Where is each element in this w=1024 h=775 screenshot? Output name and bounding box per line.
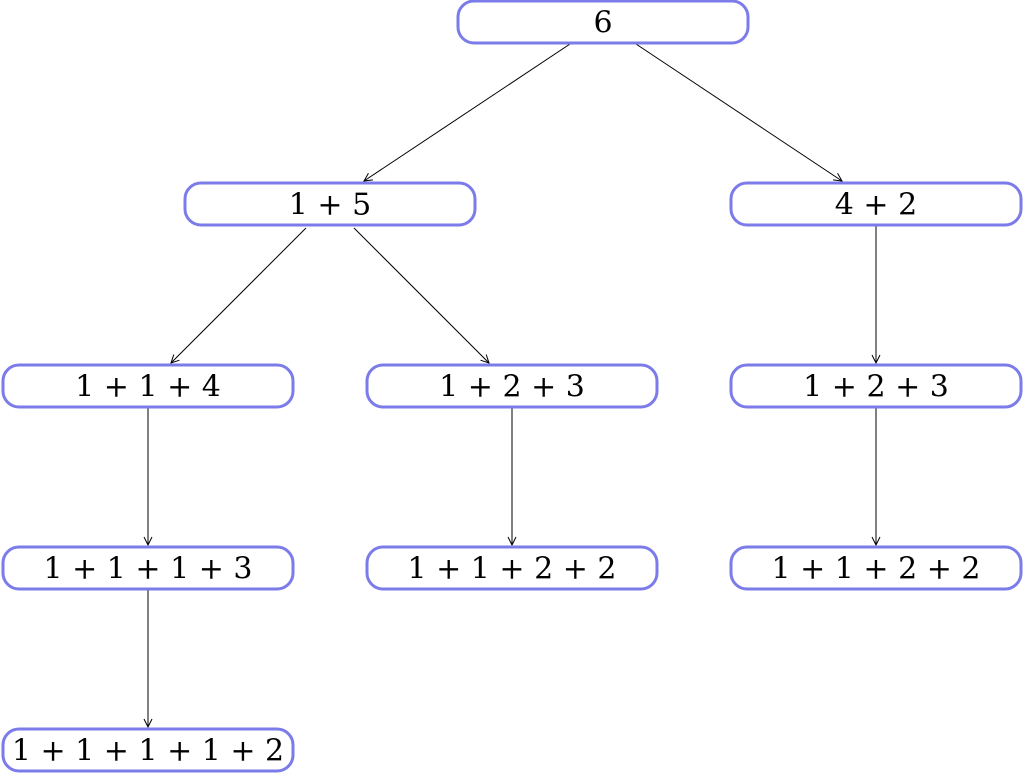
edge-n15-to-n123a	[353, 227, 489, 363]
edge-n15-to-n114	[171, 227, 307, 363]
node-label: 4 + 2	[835, 188, 917, 223]
node-label: 1 + 1 + 2 + 2	[408, 552, 617, 587]
tree-node-n123b: 1 + 2 + 3	[729, 363, 1023, 409]
node-box	[456, 0, 750, 45]
tree-node-n114: 1 + 1 + 4	[1, 363, 295, 409]
tree-node-n123a: 1 + 2 + 3	[365, 363, 659, 409]
edge-n6-to-n42	[635, 43, 842, 181]
tree-node-n1122b: 1 + 1 + 2 + 2	[729, 545, 1023, 591]
node-box	[1, 727, 295, 773]
tree-node-n42: 4 + 2	[729, 181, 1023, 227]
node-box	[1, 363, 295, 409]
tree-node-n6: 6	[456, 0, 750, 45]
node-label: 1 + 1 + 1 + 1 + 2	[12, 734, 284, 769]
node-box	[729, 545, 1023, 591]
node-label: 1 + 1 + 1 + 3	[44, 552, 253, 587]
node-box	[183, 181, 477, 227]
edge-n6-to-n15	[364, 43, 571, 181]
edges	[148, 43, 876, 727]
tree-node-n11112: 1 + 1 + 1 + 1 + 2	[1, 727, 295, 773]
node-box	[1, 545, 295, 591]
node-label: 6	[593, 6, 612, 41]
node-box	[729, 181, 1023, 227]
tree-node-n15: 1 + 5	[183, 181, 477, 227]
node-box	[729, 363, 1023, 409]
tree-node-n1113: 1 + 1 + 1 + 3	[1, 545, 295, 591]
node-box	[365, 363, 659, 409]
node-label: 1 + 2 + 3	[803, 370, 949, 405]
tree-node-n1122a: 1 + 1 + 2 + 2	[365, 545, 659, 591]
node-label: 1 + 2 + 3	[439, 370, 585, 405]
node-box	[365, 545, 659, 591]
node-label: 1 + 1 + 4	[75, 370, 221, 405]
node-label: 1 + 5	[289, 188, 371, 223]
node-label: 1 + 1 + 2 + 2	[772, 552, 981, 587]
